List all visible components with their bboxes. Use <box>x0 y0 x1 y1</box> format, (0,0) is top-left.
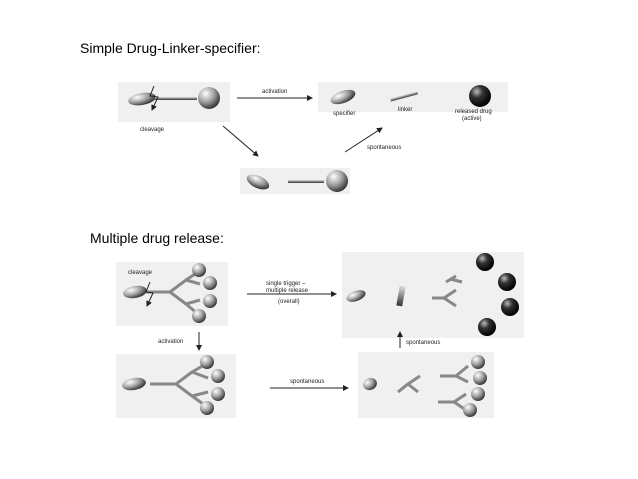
panel-multi-released <box>342 252 524 338</box>
intermediate-molecule <box>246 170 348 192</box>
drug-ball <box>326 170 348 192</box>
label-specifier: specifier <box>333 111 355 117</box>
label-cleavage: cleavage <box>140 127 165 133</box>
cleavage-bolt-icon <box>149 85 159 111</box>
cleavage-bolt-icon <box>145 281 154 307</box>
label-multiple-release: multiple release <box>266 288 309 294</box>
label-spontaneous-2: spontaneous <box>290 379 324 385</box>
label-activation-2: activation <box>158 339 183 345</box>
label-released-drug: released drug <box>455 109 492 115</box>
label-single-trigger: single trigger – <box>266 281 306 287</box>
released-components <box>330 85 491 107</box>
label-linker: linker <box>398 107 412 113</box>
arrow-to-intermediate <box>222 125 259 157</box>
partially-cleaved <box>363 355 487 417</box>
section-title-multiple: Multiple drug release: <box>90 230 224 246</box>
dendrimer-prodrug <box>123 263 217 323</box>
label-cleavage-2: cleavage <box>128 270 153 276</box>
prodrug-molecule <box>128 85 220 111</box>
label-overall: (overall) <box>278 299 300 305</box>
section-title-simple: Simple Drug-Linker-specifier: <box>80 40 261 56</box>
linker-bar <box>390 91 419 102</box>
drug-ball <box>198 87 220 109</box>
linker-bar <box>155 97 197 100</box>
label-active: (active) <box>462 116 482 122</box>
linker-bar <box>288 180 324 183</box>
specifier-ellipse <box>246 174 270 190</box>
label-spontaneous: spontaneous <box>367 145 401 151</box>
multi-released-products <box>346 253 519 336</box>
specifier-ellipse <box>128 92 156 106</box>
released-drug-ball <box>469 85 491 107</box>
activated-dendrimer <box>122 355 225 415</box>
label-activation: activation <box>262 89 287 95</box>
specifier-ellipse <box>330 89 356 105</box>
label-spontaneous-up: spontaneous <box>406 340 440 346</box>
arrow-spontaneous <box>344 127 383 153</box>
